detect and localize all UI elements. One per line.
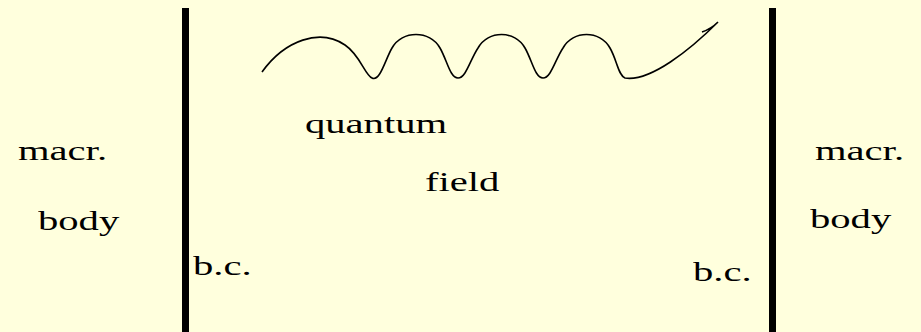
wave-line	[262, 22, 718, 78]
field-label: field	[425, 168, 499, 196]
body-label: body	[38, 207, 119, 235]
body-label: body	[810, 205, 891, 233]
left-plate	[182, 8, 189, 332]
right-plate	[769, 8, 776, 332]
boundary-label: b.c.	[193, 252, 252, 280]
field-label: quantum	[305, 110, 447, 138]
boundary-label: b.c.	[693, 258, 752, 286]
body-label: macr.	[815, 137, 904, 165]
body-label: macr.	[18, 137, 107, 165]
